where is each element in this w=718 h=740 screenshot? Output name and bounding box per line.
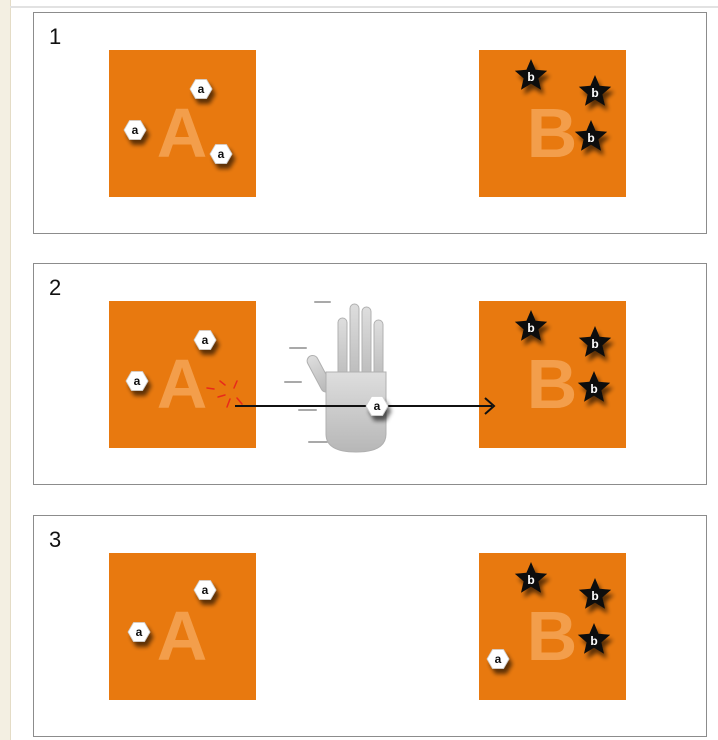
square-b bbox=[479, 301, 626, 448]
star-icon: b bbox=[578, 326, 612, 357]
a-label: a bbox=[218, 147, 225, 161]
star-icon: b bbox=[577, 371, 611, 402]
step-number: 2 bbox=[49, 275, 62, 300]
burst-icon bbox=[206, 380, 243, 408]
star-icon: b bbox=[514, 310, 548, 341]
panel-1-scene: A B a a a b b bbox=[109, 50, 626, 197]
square-b-letter: B bbox=[527, 597, 578, 675]
a-label: a bbox=[202, 333, 209, 347]
b-label: b bbox=[590, 382, 597, 396]
square-a-letter: A bbox=[157, 94, 208, 172]
step-number: 1 bbox=[49, 24, 62, 49]
square-b bbox=[479, 553, 626, 700]
panel-step-2: 2 A B a bbox=[33, 263, 707, 485]
a-label: a bbox=[134, 374, 141, 388]
square-b bbox=[479, 50, 626, 197]
hexagon-icon: a bbox=[209, 144, 233, 164]
square-b-letter: B bbox=[527, 345, 578, 423]
transferred-hexagon-icon: a bbox=[486, 649, 510, 669]
b-label: b bbox=[591, 337, 598, 351]
square-a-letter: A bbox=[157, 345, 208, 423]
b-label: b bbox=[527, 70, 534, 84]
moving-hexagon-icon: a bbox=[365, 396, 389, 416]
panel-step-3: 3 A B a a bbox=[33, 515, 707, 737]
arrow-right-icon bbox=[484, 397, 496, 415]
star-icon: b bbox=[578, 75, 612, 106]
hexagon-icon: a bbox=[189, 79, 213, 99]
a-label: a bbox=[202, 583, 209, 597]
step-number: 3 bbox=[49, 527, 62, 552]
b-label: b bbox=[591, 589, 598, 603]
a-label: a bbox=[374, 399, 381, 413]
hexagon-icon: a bbox=[125, 371, 149, 391]
a-label: a bbox=[495, 652, 502, 666]
a-label: a bbox=[136, 625, 143, 639]
square-a-letter: A bbox=[157, 597, 208, 675]
star-icon: b bbox=[577, 623, 611, 654]
star-icon: b bbox=[578, 578, 612, 609]
b-label: b bbox=[591, 86, 598, 100]
panel-3-scene: A B a a b b b bbox=[109, 553, 626, 700]
hexagon-icon: a bbox=[127, 622, 151, 642]
hexagon-icon: a bbox=[193, 330, 217, 350]
hexagon-icon: a bbox=[193, 580, 217, 600]
a-label: a bbox=[198, 82, 205, 96]
star-icon: b bbox=[514, 562, 548, 593]
motion-lines bbox=[284, 301, 331, 443]
panel-2-scene: A B a a bbox=[109, 301, 626, 453]
b-label: b bbox=[527, 321, 534, 335]
b-label: b bbox=[590, 634, 597, 648]
left-margin-rule bbox=[0, 0, 11, 740]
square-b-letter: B bbox=[527, 94, 578, 172]
b-label: b bbox=[527, 573, 534, 587]
star-icon: b bbox=[574, 120, 608, 151]
star-icon: b bbox=[514, 59, 548, 90]
hand-icon bbox=[306, 303, 387, 453]
b-label: b bbox=[587, 131, 594, 145]
hexagon-icon: a bbox=[123, 120, 147, 140]
top-divider bbox=[10, 6, 718, 8]
panel-step-1: 1 A B a a bbox=[33, 12, 707, 234]
a-label: a bbox=[132, 123, 139, 137]
